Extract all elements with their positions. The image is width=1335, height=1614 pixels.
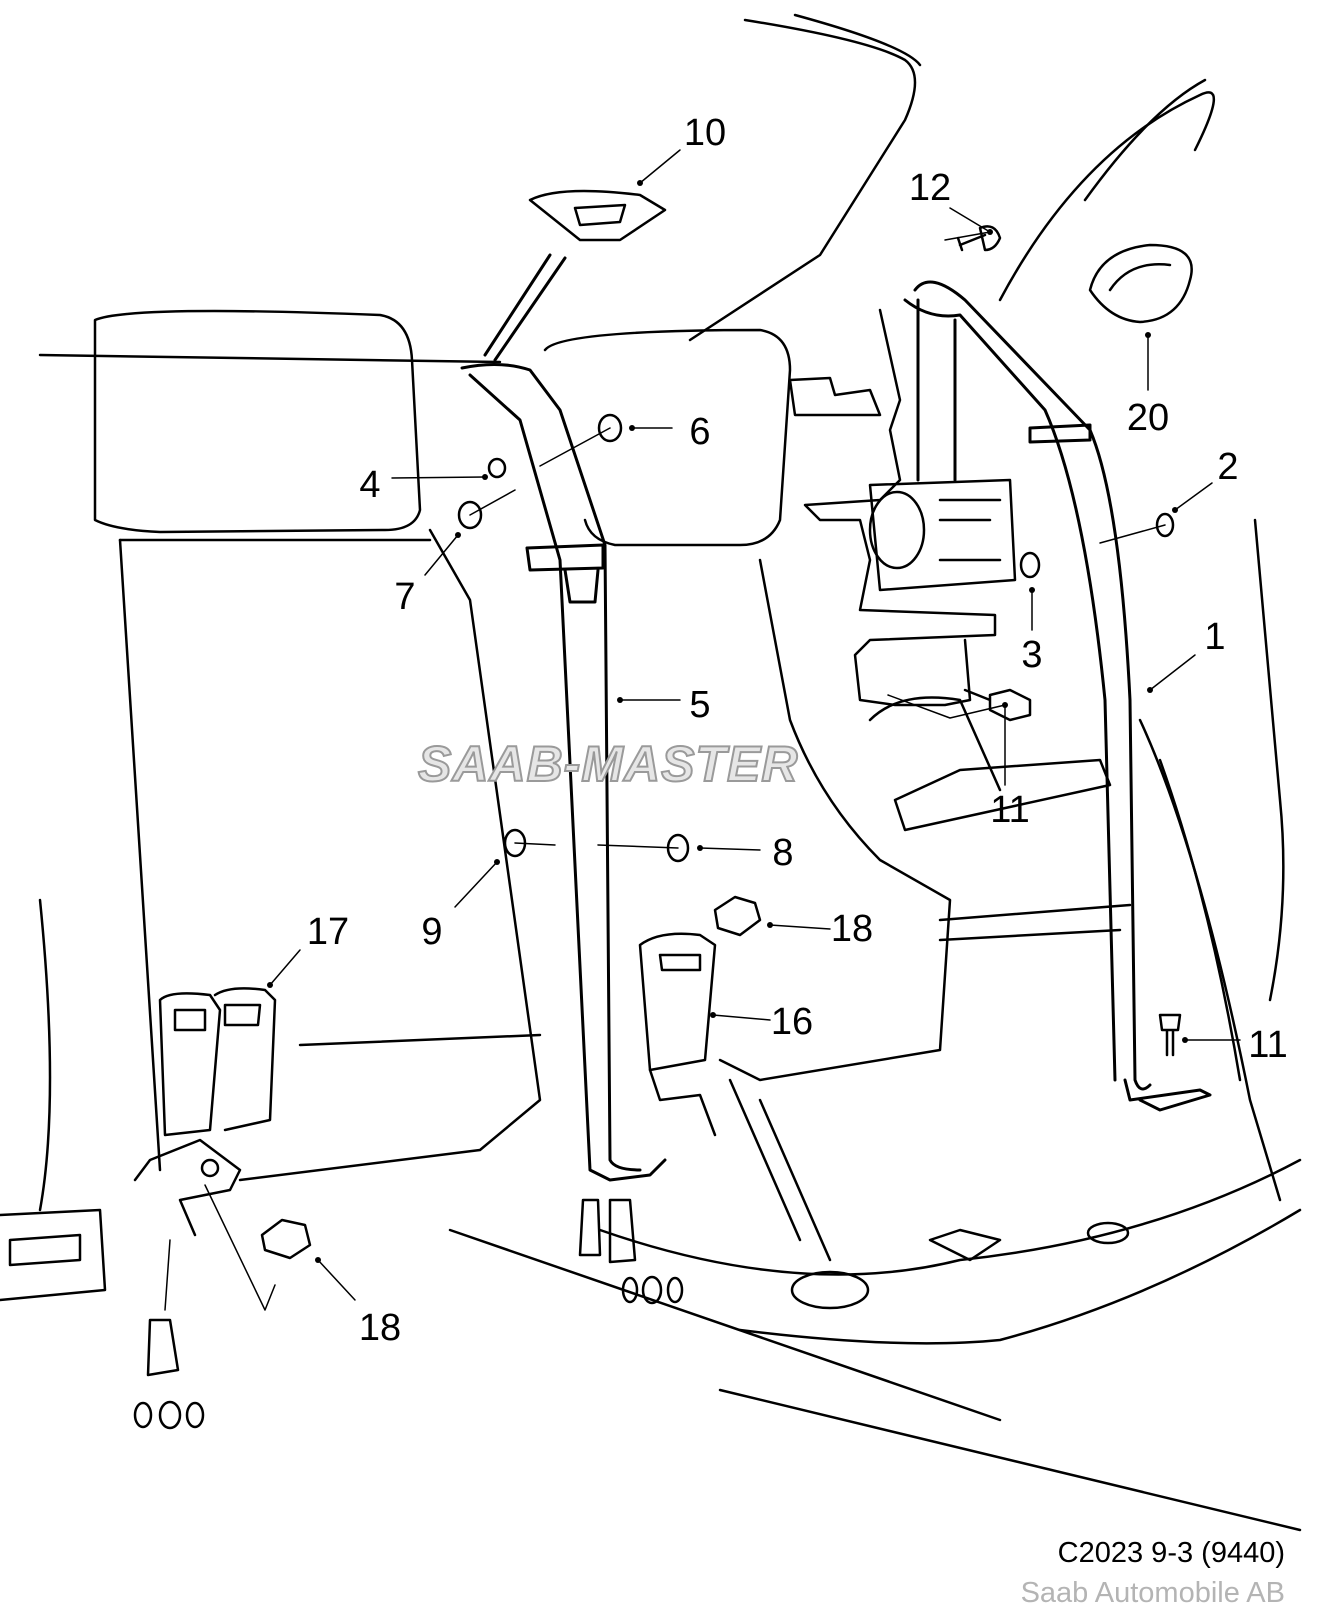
callout-4: 4 [359,464,381,506]
center-seat [543,328,1132,1082]
anchor-studs [133,1198,684,1430]
callout-18-lower: 18 [358,1307,402,1349]
callout-dots [267,180,1188,1263]
watermark: SAAB-MASTER [417,735,799,793]
callout-5: 5 [689,684,711,726]
callout-20: 20 [1126,397,1170,439]
callout-2: 2 [1217,446,1239,488]
belt-5 [460,253,667,1182]
callout-9: 9 [421,911,443,953]
nut-18-lower [260,1218,312,1260]
callout-16: 16 [770,1001,814,1043]
callout-6: 6 [689,411,711,453]
part-20-cap [1088,243,1193,324]
body-outline [448,13,1302,1532]
part-10-trim-cover [528,189,667,242]
callout-18: 18 [830,908,874,950]
callout-10: 10 [683,112,727,154]
leader-lines [164,149,1241,1311]
callout-3: 3 [1021,634,1043,676]
part-11-bolt-lower [1158,1013,1182,1057]
buckle-17 [133,987,277,1237]
callout-8: 8 [772,832,794,874]
callout-11: 11 [990,789,1030,831]
copyright: Saab Automobile AB [1020,1577,1285,1609]
callout-11-lower: 11 [1248,1024,1288,1066]
belt-1 [903,280,1212,1112]
nut-18-upper [713,895,762,937]
rear-seat-back [0,309,542,1302]
pillar-trim [788,308,1112,832]
drawing-code: C2023 9-3 (9440) [1057,1537,1285,1569]
buckle-16 [638,932,717,1137]
callout-17: 17 [306,911,350,953]
callout-7: 7 [394,576,416,618]
callout-12: 12 [908,167,952,209]
callout-1: 1 [1204,616,1226,658]
part-11-bolt [963,688,1032,722]
part-12-bolt [956,225,1002,252]
